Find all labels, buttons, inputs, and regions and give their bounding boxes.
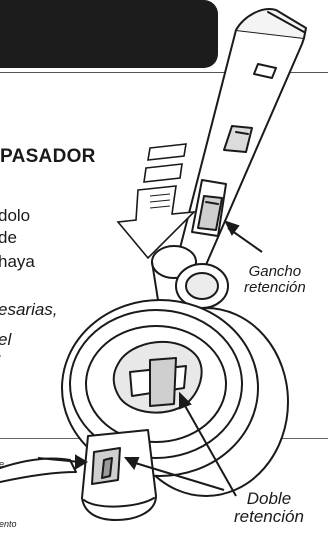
callout-gancho-line1: Gancho <box>248 263 302 280</box>
body-text-line-3: haya <box>0 252 35 271</box>
cut-text-fragment-top: e <box>0 459 4 469</box>
cut-text-fragment-bottom: ento <box>0 519 17 529</box>
note-line-3: . <box>0 342 3 362</box>
callout-doble-line1: Doble <box>246 489 292 508</box>
header-band <box>0 0 218 68</box>
callout-gancho-retencion: Gancho retención <box>244 264 306 296</box>
callout-doble-line2: retención <box>234 507 304 526</box>
callout-doble-retencion: Doble retención <box>234 490 304 526</box>
body-text-line-1: dolo <box>0 206 31 225</box>
section-heading: PASADOR <box>0 146 96 167</box>
callout-gancho-line2: retención <box>244 279 306 296</box>
note-line-1: esarias, <box>0 300 58 319</box>
note-line-2: el <box>0 330 12 349</box>
header-divider <box>0 72 328 73</box>
body-text-line-2: de <box>0 228 17 247</box>
